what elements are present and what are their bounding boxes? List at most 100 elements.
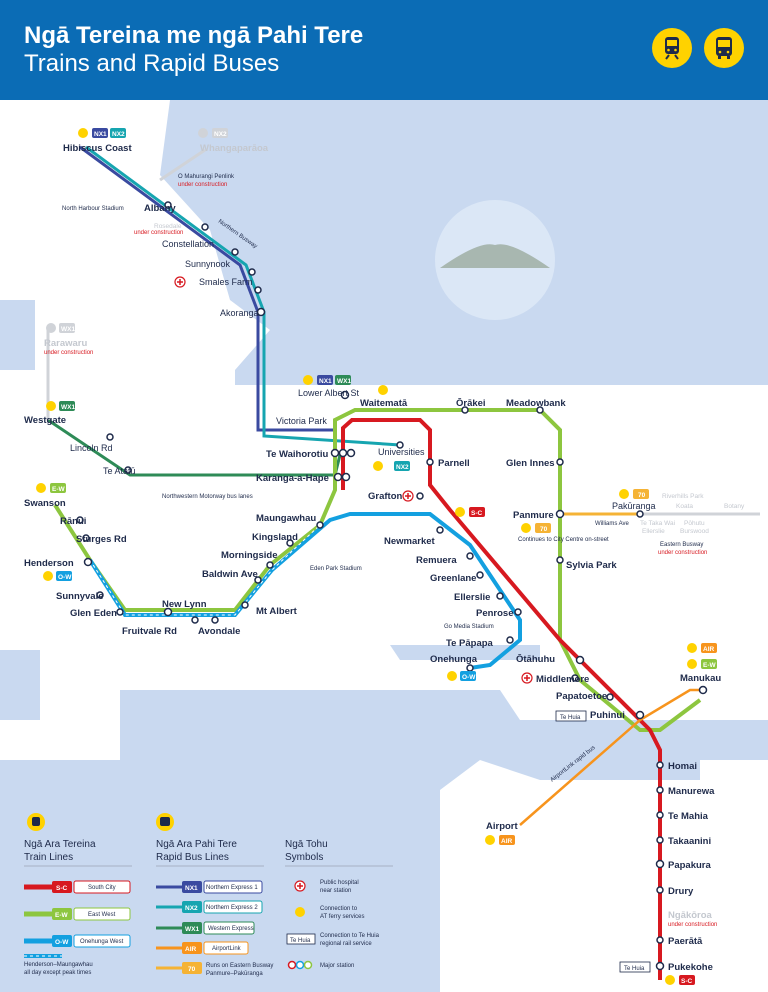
legend-nx1-badge: NX1 xyxy=(185,885,198,892)
label-mt-albert: Mt Albert xyxy=(256,606,298,617)
label-o-mahurangi-uc: under construction xyxy=(178,182,227,188)
label-rosedale-uc: under construction xyxy=(134,230,183,236)
label-homai: Homai xyxy=(668,761,697,772)
station-markers xyxy=(76,201,708,971)
label-sunnyvale: Sunnyvale xyxy=(56,591,104,602)
legend-sym-en: Symbols xyxy=(285,852,323,863)
south-city-line xyxy=(341,418,662,980)
label-burswood: Burswood xyxy=(680,528,709,535)
label-otahuhu: Ōtāhuhu xyxy=(516,654,555,665)
legend-tehuia-2: regional rail service xyxy=(320,941,372,947)
legend-70-note-1: Runs on Eastern Busway xyxy=(206,963,273,969)
badge-sc-pukekohe: S-C xyxy=(681,978,693,985)
label-puhinui: Puhinui xyxy=(590,710,625,721)
legend-hm-note: all day except peak times xyxy=(24,970,91,976)
label-ellerslie: Ellerslie xyxy=(454,592,490,603)
station-labels: Hibiscus Coast Whangaparāoa O Mahurangi … xyxy=(24,143,745,973)
label-newmarket: Newmarket xyxy=(384,536,436,547)
legend-ow-badge: O-W xyxy=(55,939,69,946)
label-grafton: Grafton xyxy=(368,491,403,502)
legend-al: AirportLink xyxy=(212,946,242,952)
network-map: NX1 NX2 NX2 WX1 NX1 WX1 WX1 E-W NX2 xyxy=(0,100,768,992)
legend-onehunga-west: Onehunga West xyxy=(80,939,124,945)
label-smales-farm: Smales Farm xyxy=(199,277,253,287)
label-takaanini: Takaanini xyxy=(668,836,711,847)
label-fruitvale: Fruitvale Rd xyxy=(122,626,177,637)
te-huia-puhinui: Te Huia xyxy=(560,715,581,721)
train-icon xyxy=(652,28,692,68)
label-north-harbour: North Harbour Stadium xyxy=(62,206,124,212)
legend-wx1-badge: WX1 xyxy=(185,926,199,933)
label-westgate: Westgate xyxy=(24,415,66,426)
ferry-icon xyxy=(78,128,88,138)
legend-sc-badge: S-C xyxy=(56,885,68,892)
legend-70-note-2: Panmure–Pakūranga xyxy=(206,971,263,977)
label-morningside: Morningside xyxy=(221,550,277,561)
legend-ferry-icon xyxy=(295,907,305,917)
bus-icon xyxy=(704,28,744,68)
legend-we: Western Express xyxy=(208,926,254,932)
label-te-waihorotiu: Te Waihorotiu xyxy=(266,449,328,460)
label-universities: Universities xyxy=(378,447,425,457)
label-eastern-busway-uc: under construction xyxy=(658,550,707,556)
label-sylvia-park: Sylvia Park xyxy=(566,560,617,571)
label-ranui: Rānui xyxy=(60,516,86,527)
label-botany: Botany xyxy=(724,503,745,510)
label-nw-busway: Northwestern Motorway bus lanes xyxy=(162,494,253,500)
label-albany: Albany xyxy=(144,203,176,214)
page-header: Ngā Tereina me ngā Pahi Tere Trains and … xyxy=(0,0,768,100)
airportlink-line xyxy=(519,688,703,826)
legend-70-badge: 70 xyxy=(188,966,196,973)
label-manukau: Manukau xyxy=(680,673,721,684)
label-paerata: Paerātā xyxy=(668,936,703,947)
legend-hospital-1: Public hospital xyxy=(320,880,359,886)
label-glen-innes: Glen Innes xyxy=(506,458,555,469)
legend-ferry-1: Connection to xyxy=(320,906,358,912)
label-akoranga: Akoranga xyxy=(220,308,259,318)
label-continues-cc: Continues to City Centre on-street xyxy=(518,537,609,543)
label-airport: Airport xyxy=(486,821,519,832)
label-onehunga: Onehunga xyxy=(430,654,478,665)
legend-ne1: Northern Express 1 xyxy=(206,885,258,891)
label-karanga-a-hape: Karanga-a-Hape xyxy=(256,473,329,484)
legend-train-en: Train Lines xyxy=(24,852,73,863)
label-koata: Koata xyxy=(676,503,693,510)
legend-bus-maori: Ngā Ara Pahi Tere xyxy=(156,839,237,850)
legend-ferry-2: AT ferry services xyxy=(320,914,364,920)
label-glen-eden: Glen Eden xyxy=(70,608,117,619)
label-papakura: Papakura xyxy=(668,860,711,871)
label-avondale: Avondale xyxy=(198,626,240,637)
label-ngakoroa: Ngākōroa xyxy=(668,910,713,921)
label-ngakoroa-uc: under construction xyxy=(668,922,717,928)
legend-train-maori: Ngā Ara Tereina xyxy=(24,839,96,850)
label-riverhills: Riverhills Park xyxy=(662,493,704,500)
label-lincoln-rd: Lincoln Rd xyxy=(70,443,113,453)
badge-sc-newmarket: S-C xyxy=(471,510,483,517)
label-sunnynook: Sunnynook xyxy=(185,259,231,269)
northern-express-2-future xyxy=(159,148,206,182)
label-lower-albert: Lower Albert St xyxy=(298,388,360,398)
label-o-mahurangi: O Mahurangi Penlink xyxy=(178,174,235,180)
legend-south-city: South City xyxy=(88,885,116,891)
badge-70-panmure: 70 xyxy=(540,526,548,533)
route-badges: NX1 NX2 NX2 WX1 NX1 WX1 WX1 E-W NX2 xyxy=(36,128,717,985)
label-hibiscus-coast: Hibiscus Coast xyxy=(63,143,132,154)
label-drury: Drury xyxy=(668,886,694,897)
label-eastern-busway: Eastern Busway xyxy=(660,542,703,548)
label-go-media: Go Media Stadium xyxy=(444,624,494,630)
label-meadowbank: Meadowbank xyxy=(506,398,566,409)
legend-ew-badge: E-W xyxy=(55,912,69,919)
label-papatoetoe: Papatoetoe xyxy=(556,691,607,702)
label-victoria-park: Victoria Park xyxy=(276,416,327,426)
label-kingsland: Kingsland xyxy=(252,532,298,543)
label-ellerslie-botany: Ellerslie xyxy=(642,528,665,535)
badge-nx2-future: NX2 xyxy=(214,131,227,138)
badge-nx1: NX1 xyxy=(94,131,107,138)
label-swanson: Swanson xyxy=(24,498,66,509)
badge-nx1-city: NX1 xyxy=(319,378,332,385)
legend-major-station-icon xyxy=(287,960,313,970)
western-express-line xyxy=(47,418,342,477)
label-panmure: Panmure xyxy=(513,510,554,521)
legend-major: Major station xyxy=(320,963,354,969)
badge-nx2-parnell: NX2 xyxy=(396,464,409,471)
